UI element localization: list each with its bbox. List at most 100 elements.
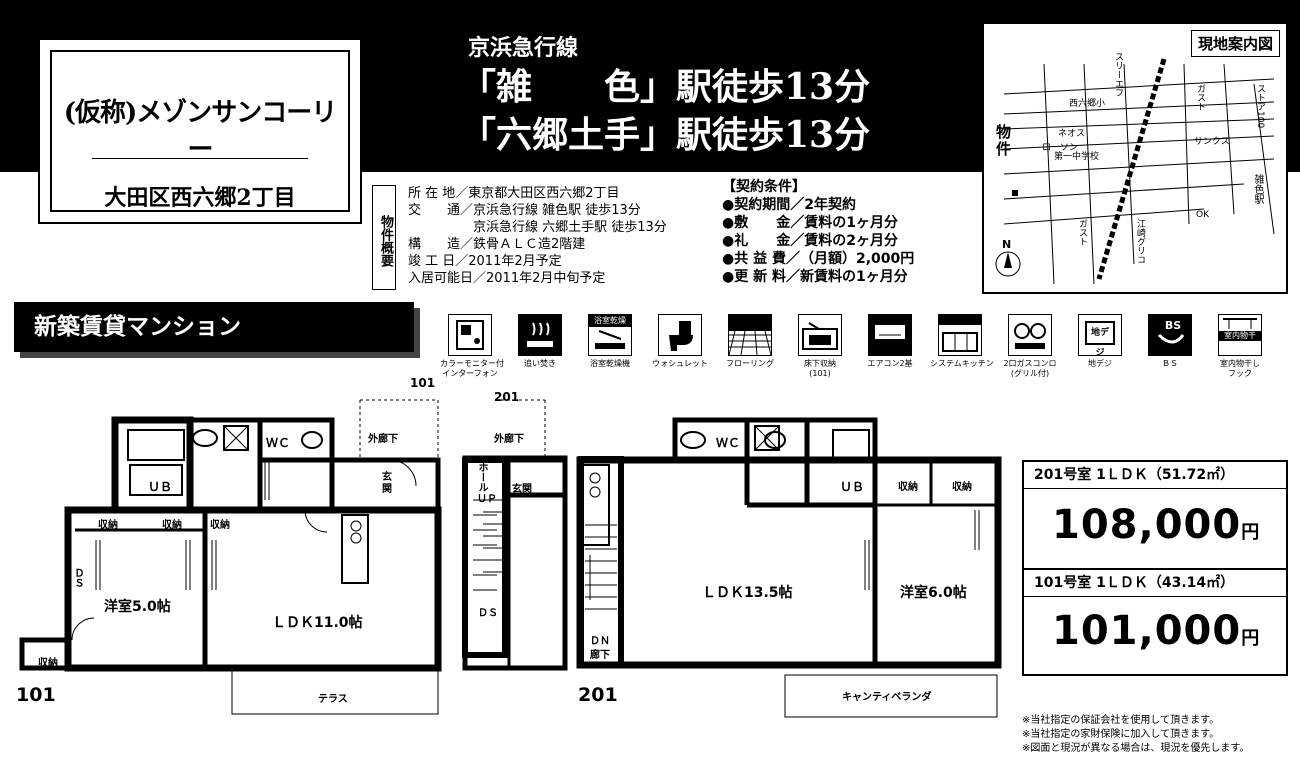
room-storage: 収納 bbox=[98, 520, 118, 531]
room-wc: ＷＣ bbox=[266, 436, 291, 450]
line-name: 京浜急行線 bbox=[468, 35, 579, 61]
overview-tag: 物件概要 bbox=[372, 185, 396, 290]
banner: 新築賃貸マンション bbox=[14, 302, 414, 352]
room-hall2: 廊下 bbox=[590, 650, 610, 661]
unit-101-label: 101 bbox=[16, 684, 56, 706]
price-head-201: 201号室 1ＬＤＫ（51.72㎡） bbox=[1024, 462, 1286, 489]
amenity-kitchen: システムキッチン bbox=[930, 314, 994, 369]
gas-stove-icon bbox=[1008, 314, 1052, 356]
map-label: スリーエフ bbox=[1113, 52, 1123, 97]
plan-101-top-label: 101 bbox=[410, 376, 436, 390]
amenity-gas-stove: 2口ガスコンロ (グリル付) bbox=[1000, 314, 1060, 379]
map-roads bbox=[995, 58, 1275, 285]
map-label: 西六郷小 bbox=[1069, 99, 1106, 109]
stair-201-right bbox=[578, 456, 624, 668]
contract-line: ●礼 金／賃料の2ヶ月分 bbox=[722, 233, 898, 249]
amenity-digital-tv: 地デジ 地デジ bbox=[1070, 314, 1130, 369]
amenity-intercom: カラーモニター付 インターフォン bbox=[440, 314, 504, 379]
room-ub: ＵＢ bbox=[148, 480, 173, 494]
map-label: 雑色駅 bbox=[1252, 174, 1263, 204]
location-map: 現地案内図 物件 N スリーエフ ガスト ストア100 西六郷小 ネオス ローソ… bbox=[982, 22, 1288, 294]
room-dn: ＤＮ bbox=[590, 636, 610, 647]
map-label: 江崎グリコ bbox=[1135, 219, 1145, 264]
contract-terms: 【契約条件】 ●契約期間／2年契約 ●敷 金／賃料の1ヶ月分 ●礼 金／賃料の2… bbox=[722, 178, 914, 286]
map-title: 現地案内図 bbox=[1190, 30, 1280, 57]
station-access-1: 「雑 色」駅徒歩13分 bbox=[460, 66, 871, 108]
amenity-icons: カラーモニター付 インターフォン 追い焚き 浴室乾燥 浴室乾燥機 ウォシュレット… bbox=[440, 314, 1300, 384]
stair-201 bbox=[462, 455, 568, 671]
room-storage: 収納 bbox=[210, 520, 230, 531]
room-ub: ＵＢ bbox=[840, 480, 865, 494]
contract-line: ●共 益 費／（月額）2,000円 bbox=[722, 251, 915, 267]
notes: ※当社指定の保証会社を使用して頂きます。 ※当社指定の家財保険に加入して頂きます… bbox=[1022, 714, 1249, 756]
note-line: ※当社指定の家財保険に加入して頂きます。 bbox=[1022, 729, 1220, 740]
reheat-bath-icon bbox=[518, 314, 562, 356]
washlet-icon bbox=[658, 314, 702, 356]
contract-line: ●敷 金／賃料の1ヶ月分 bbox=[722, 215, 898, 231]
overview-line: 入居可能日／2011年2月中旬予定 bbox=[408, 271, 606, 286]
room-western: 洋室6.0帖 bbox=[900, 585, 967, 601]
floor-plan-101 bbox=[19, 399, 442, 715]
map-label: ストア100 bbox=[1255, 84, 1265, 129]
room-corridor: 外廊下 bbox=[368, 434, 398, 445]
building-address: 大田区西六郷2丁目 bbox=[104, 185, 296, 211]
amenity-reheat: 追い焚き bbox=[510, 314, 570, 369]
indoor-dry-icon: 室内物干 bbox=[1218, 314, 1262, 356]
amenity-washlet: ウォシュレット bbox=[650, 314, 710, 369]
contract-title: 【契約条件】 bbox=[722, 179, 806, 195]
system-kitchen-icon bbox=[938, 314, 982, 356]
amenity-flooring: フローリング bbox=[720, 314, 780, 369]
overview-line: 構 造／鉄骨ＡＬＣ造2階建 bbox=[408, 237, 586, 252]
overview-line: 所 在 地／東京都大田区西六郷2丁目 bbox=[408, 186, 620, 201]
amenity-underfloor: 床下収納 (101) bbox=[790, 314, 850, 379]
room-hall: ホール bbox=[476, 462, 487, 492]
room-ldk: ＬＤＫ13.5帖 bbox=[702, 585, 793, 601]
map-property-label: 物件 bbox=[996, 123, 1012, 158]
bath-dryer-icon: 浴室乾燥 bbox=[588, 314, 632, 356]
property-overview: 所 在 地／東京都大田区西六郷2丁目 交 通／京浜急行線 雑色駅 徒歩13分 京… bbox=[408, 185, 667, 287]
room-western: 洋室5.0帖 bbox=[104, 599, 171, 615]
room-ds: ＤＳ bbox=[72, 568, 83, 588]
map-label: ネオス bbox=[1058, 129, 1086, 139]
room-storage: 収納 bbox=[162, 520, 182, 531]
aircon-icon bbox=[868, 314, 912, 356]
map-label: ガスト bbox=[1195, 84, 1205, 111]
divider bbox=[92, 158, 308, 159]
room-up: ＵＰ bbox=[477, 494, 497, 505]
contract-line: ●契約期間／2年契約 bbox=[722, 197, 856, 213]
room-wc: ＷＣ bbox=[716, 436, 741, 450]
room-storage: 収納 bbox=[952, 482, 972, 493]
note-line: ※図面と現況が異なる場合は、現況を優先します。 bbox=[1022, 743, 1250, 754]
price-101: 101,000円 bbox=[1052, 608, 1261, 654]
room-ds: ＤＳ bbox=[478, 608, 498, 619]
price-201: 108,000円 bbox=[1052, 502, 1261, 548]
flooring-icon bbox=[728, 314, 772, 356]
room-entrance: 玄 関 bbox=[382, 472, 392, 495]
amenity-indoor-dry: 室内物干 室内物干し フック bbox=[1210, 314, 1270, 379]
overview-line: 京浜急行線 六郷土手駅 徒歩13分 bbox=[408, 220, 667, 235]
map-label: OK bbox=[1196, 210, 1209, 220]
room-storage: 収納 bbox=[898, 482, 918, 493]
amenity-bath-dryer: 浴室乾燥 浴室乾燥機 bbox=[588, 314, 632, 368]
digital-tv-icon: 地デジ bbox=[1078, 314, 1122, 358]
unit-201-label: 201 bbox=[578, 684, 618, 706]
map-label: サンクス bbox=[1194, 137, 1230, 147]
veranda: キャンティベランダ bbox=[842, 692, 932, 703]
station-access-2: 「六郷土手」駅徒歩13分 bbox=[460, 114, 871, 156]
plan-201-top-label: 201 bbox=[494, 390, 520, 404]
bs-icon: BS bbox=[1148, 314, 1192, 356]
price-box: 201号室 1ＬＤＫ（51.72㎡） 108,000円 101号室 1ＬＤＫ（4… bbox=[1022, 460, 1288, 676]
price-head-101: 101号室 1ＬＤＫ（43.14㎡） bbox=[1024, 568, 1286, 597]
terrace: テラス bbox=[318, 694, 348, 705]
map-label: ガスト bbox=[1077, 219, 1087, 246]
overview-line: 竣 工 日／2011年2月予定 bbox=[408, 254, 562, 269]
room-ldk: ＬＤＫ11.0帖 bbox=[272, 615, 363, 631]
map-label: 第一中学校 bbox=[1054, 152, 1100, 162]
room-corridor: 外廊下 bbox=[494, 434, 524, 445]
amenity-bs: BS ＢＳ bbox=[1140, 314, 1200, 369]
amenity-aircon: エアコン2基 bbox=[860, 314, 920, 369]
map-north-label: N bbox=[1002, 238, 1012, 251]
underfloor-storage-icon bbox=[798, 314, 842, 356]
room-entrance: 玄関 bbox=[512, 484, 532, 495]
note-line: ※当社指定の保証会社を使用して頂きます。 bbox=[1022, 715, 1220, 726]
